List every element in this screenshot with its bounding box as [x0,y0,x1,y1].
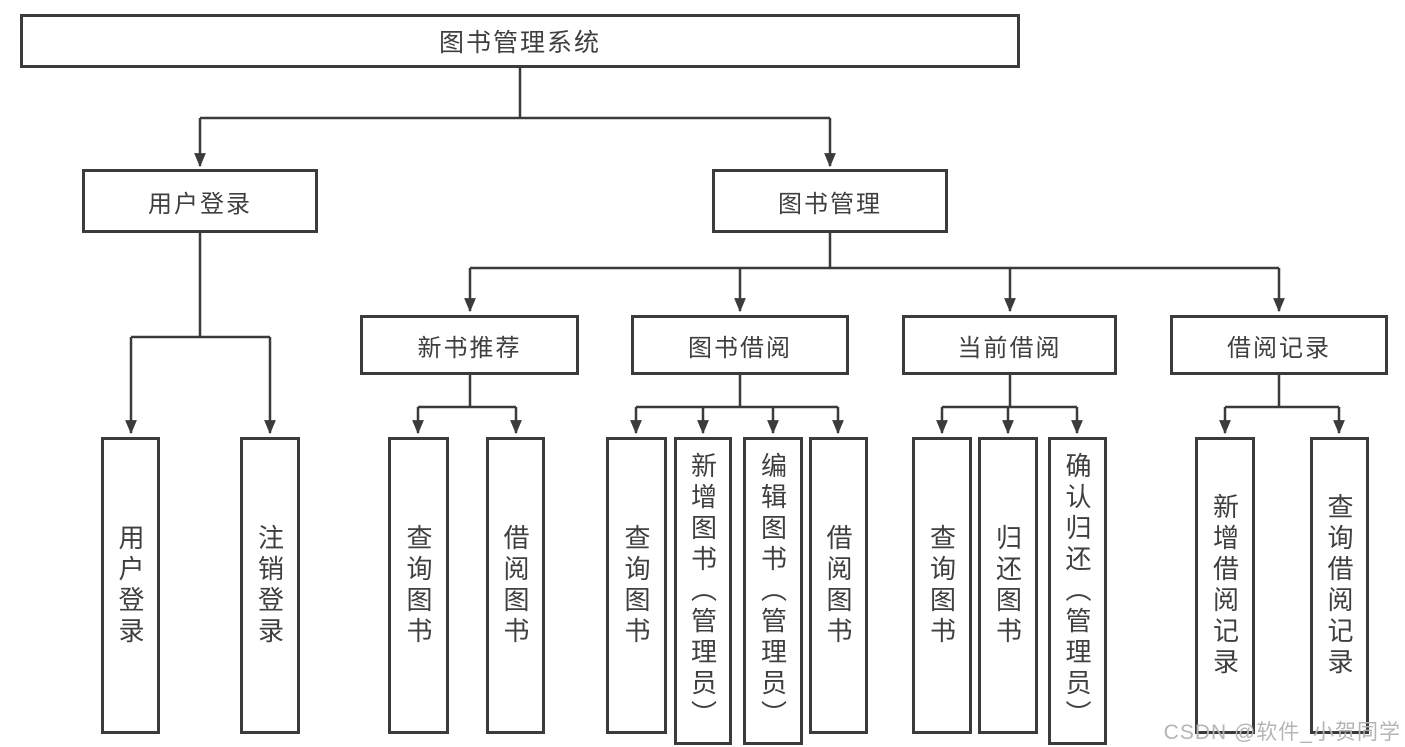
leaf-current-return-books-label: 归还图书 [992,523,1023,648]
leaf-recommend-borrow-books: 借阅图书 [486,437,545,734]
leaf-borrowing-add-books-admin-label: 新增图书（管理员） [687,451,718,731]
leaf-borrowing-borrow-books-label: 借阅图书 [823,523,853,648]
node-new-book-recommend-label: 新书推荐 [417,334,522,362]
node-new-book-recommend: 新书推荐 [360,315,579,375]
leaf-current-query-books-label: 查询图书 [926,523,957,648]
leaf-borrowing-edit-books-admin: 编辑图书（管理员） [743,437,803,745]
node-current-borrowing: 当前借阅 [902,315,1117,375]
leaf-recommend-borrow-books-label: 借阅图书 [500,523,530,648]
leaf-logout: 注销登录 [240,437,300,734]
leaf-user-login: 用户登录 [101,437,160,734]
leaf-records-query-record: 查询借阅记录 [1310,437,1369,734]
leaf-recommend-query-books-label: 查询图书 [403,523,433,648]
node-user-login-label: 用户登录 [148,190,252,218]
leaf-current-query-books: 查询图书 [912,437,972,734]
node-borrowing-records: 借阅记录 [1170,315,1388,375]
watermark: CSDN @软件_小贺同学 [1163,721,1401,744]
leaf-records-query-record-label: 查询借阅记录 [1324,492,1354,679]
leaf-borrowing-add-books-admin: 新增图书（管理员） [674,437,732,745]
leaf-current-confirm-return-admin: 确认归还（管理员） [1048,437,1107,745]
node-book-management-label: 图书管理 [778,190,882,218]
leaf-current-confirm-return-admin-label: 确认归还（管理员） [1062,451,1092,731]
leaf-borrowing-edit-books-admin-label: 编辑图书（管理员） [757,451,788,731]
node-library-system-label: 图书管理系统 [438,29,601,57]
node-book-management: 图书管理 [712,169,948,233]
node-user-login: 用户登录 [82,169,318,233]
leaf-logout-label: 注销登录 [254,523,285,648]
node-current-borrowing-label: 当前借阅 [957,334,1062,362]
leaf-user-login-label: 用户登录 [115,523,145,648]
leaf-records-add-record: 新增借阅记录 [1195,437,1255,734]
leaf-records-add-record-label: 新增借阅记录 [1209,492,1240,679]
node-book-borrowing-label: 图书借阅 [688,334,792,362]
leaf-borrowing-query-books: 查询图书 [606,437,667,734]
leaf-borrowing-query-books-label: 查询图书 [621,523,651,648]
leaf-recommend-query-books: 查询图书 [388,437,449,734]
node-library-system: 图书管理系统 [20,14,1020,68]
node-book-borrowing: 图书借阅 [631,315,849,375]
leaf-current-return-books: 归还图书 [978,437,1038,734]
leaf-borrowing-borrow-books: 借阅图书 [809,437,868,734]
node-borrowing-records-label: 借阅记录 [1227,334,1331,362]
